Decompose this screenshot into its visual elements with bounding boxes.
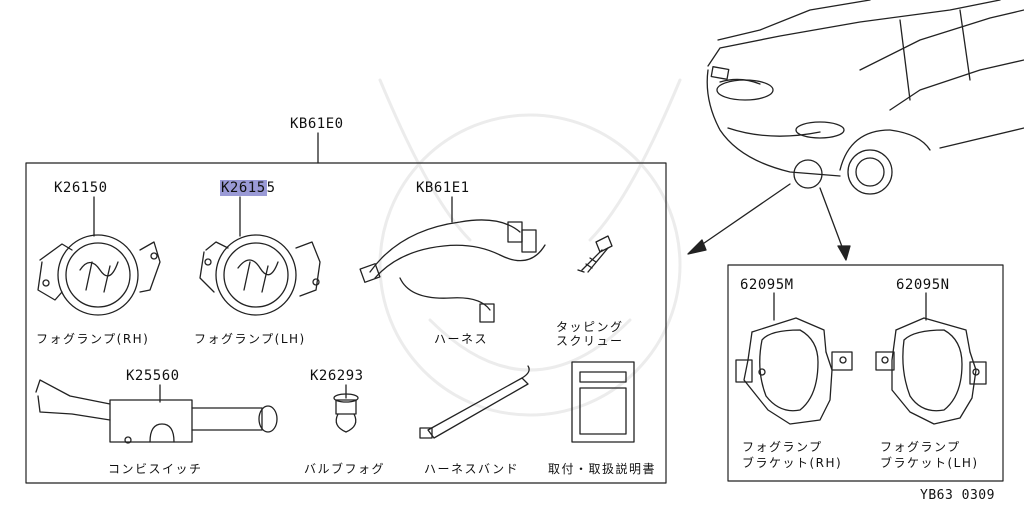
fog-lamp-lh-code-rest: 5 (266, 180, 276, 196)
bracket-box (727, 264, 1004, 482)
bracket-rh-name-line1: フォグランプ (742, 440, 823, 454)
band-name: ハーネスバンド (424, 462, 520, 476)
harness-name: ハーネス (434, 332, 489, 346)
fog-lamp-lh-drawing (199, 196, 321, 316)
bulb-name: バルブフォグ (304, 462, 386, 476)
manual-drawing (571, 361, 635, 443)
bracket-rh-drawing (735, 292, 853, 425)
harness-code: KB61E1 (416, 180, 470, 196)
bracket-lh-code: 62095N (896, 277, 950, 293)
screw-name-line2: スクリュー (556, 334, 624, 348)
fog-lamp-lh-code-highlight: K2615 (220, 180, 267, 196)
figure-code: YB63 0309 (920, 488, 995, 503)
harness-drawing (359, 196, 546, 323)
harness-band-drawing (419, 365, 530, 439)
callout-arrows (687, 183, 851, 261)
switch-code: K25560 (126, 368, 180, 384)
switch-name: コンビスイッチ (108, 462, 203, 476)
fog-lamp-lh-name: フォグランプ(LH) (194, 332, 306, 346)
manual-name: 取付・取扱説明書 (548, 462, 657, 476)
bracket-lh-name-line1: フォグランプ (880, 440, 961, 454)
fog-lamp-rh-name: フォグランプ(RH) (36, 332, 150, 346)
bracket-rh-name-line2: ブラケット(RH) (742, 456, 843, 470)
bracket-lh-name-line2: ブラケット(LH) (880, 456, 979, 470)
kit-code-label: KB61E0 (290, 116, 344, 132)
fog-bulb-drawing (333, 384, 359, 433)
bracket-rh-code: 62095M (740, 277, 794, 293)
bulb-code: K26293 (310, 368, 364, 384)
car-front-drawing (706, 0, 1024, 195)
bracket-lh-drawing (875, 292, 987, 425)
watermark-emblem (378, 78, 682, 417)
tapping-screw-drawing (577, 235, 613, 273)
kit-box (25, 162, 667, 484)
fog-lamp-lh-code: K26155 (220, 180, 276, 196)
fog-lamp-rh-code: K26150 (54, 180, 108, 196)
screw-name-line1: タッピング (556, 320, 624, 334)
fog-lamp-rh-drawing (37, 196, 161, 316)
combination-switch-drawing (35, 379, 278, 444)
